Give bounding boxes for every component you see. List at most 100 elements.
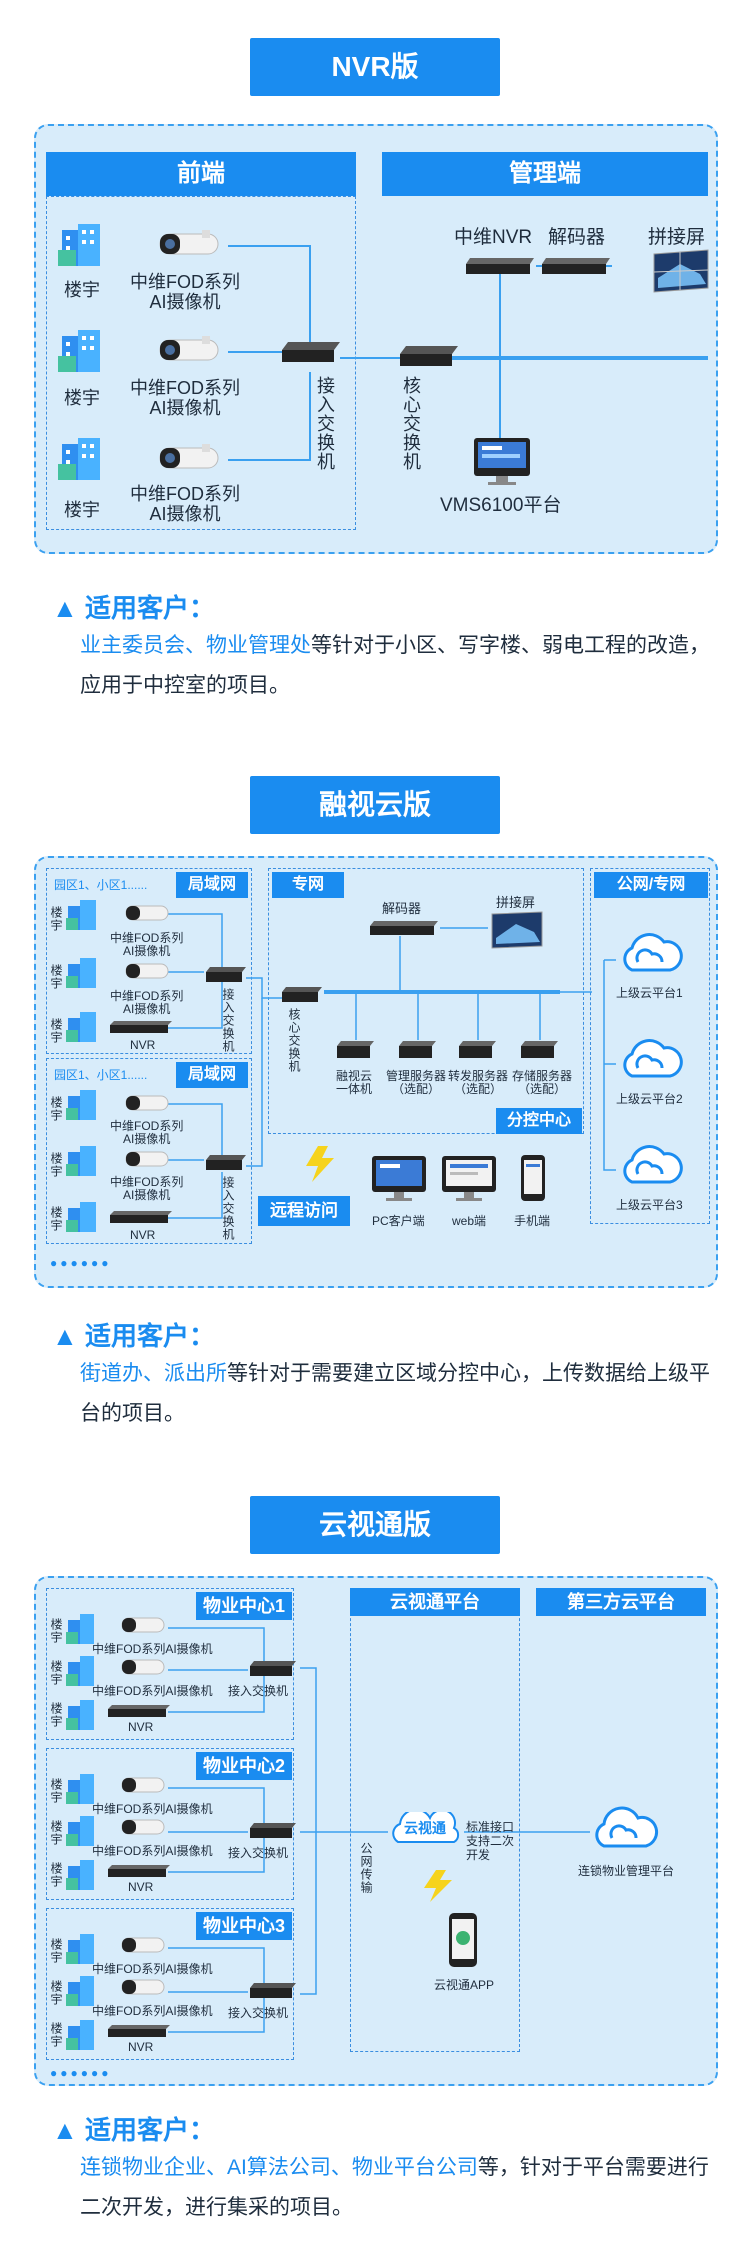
nvr-icon	[110, 1020, 174, 1034]
property-center-header: 物业中心1	[196, 1592, 292, 1620]
camera-label: 中维FOD系列 AI摄像机	[110, 931, 184, 958]
customer-text: 等针对于需要建立区域分控中心，上传数据给上级平台的项目。	[80, 1362, 710, 1425]
bullet-camera-icon	[124, 1092, 172, 1116]
lan-header: 局域网	[176, 1062, 248, 1088]
building-icon	[66, 1144, 98, 1176]
building-label: 楼宇	[64, 388, 100, 408]
access-switch-icon	[248, 1660, 298, 1678]
access-switch-label: 接入交换机	[221, 988, 235, 1053]
cloud-icon	[618, 930, 684, 978]
section-title-yunshitong: 云视通版	[250, 1496, 500, 1554]
building-label: 楼宇	[49, 1980, 63, 2006]
building-icon	[66, 1974, 96, 2006]
camera-label: 中维FOD系列AI摄像机	[92, 1642, 213, 1656]
section-title-rongshi: 融视云版	[250, 776, 500, 834]
camera-label: 中维FOD系列 AI摄像机	[110, 989, 184, 1016]
access-switch-label: 接入交换机	[228, 1846, 289, 1860]
access-switch-icon	[248, 1822, 298, 1840]
mgmt-header: 管理端	[382, 152, 708, 196]
customer-heading: ▲ 适用客户：	[52, 593, 215, 623]
decorative-dots: ●●●●●●	[50, 2066, 112, 2080]
camera-label: 中维FOD系列 AI摄像机	[130, 378, 240, 418]
server-icon	[458, 1040, 498, 1060]
nvr-icon	[110, 1210, 174, 1224]
lan-header: 局域网	[176, 872, 248, 898]
building-icon	[58, 220, 104, 268]
nvr-label: NVR	[128, 1720, 154, 1734]
building-icon	[66, 1200, 98, 1232]
building-label: 楼宇	[49, 906, 63, 932]
bullet-camera-icon	[120, 1656, 168, 1678]
area-label: 园区1、小区1......	[54, 878, 148, 892]
camera-label: 中维FOD系列AI摄像机	[92, 1962, 213, 1976]
customer-description: 连锁物业企业、AI算法公司、物业平台公司等，针对于平台需要进行二次开发，进行集采…	[80, 2148, 710, 2228]
building-label: 楼宇	[49, 1702, 63, 1728]
cloud-icon	[618, 1142, 684, 1190]
nvr-device-icon	[464, 256, 536, 276]
bullet-camera-icon	[120, 1976, 168, 1998]
yunshitong-logo-icon	[388, 1808, 464, 1848]
customer-description: 业主委员会、物业管理处等针对于小区、写字楼、弱电工程的改造，应用于中控室的项目。	[80, 626, 710, 706]
public-transfer-label: 公网传输	[359, 1842, 373, 1894]
cloud-label: 上级云平台1	[616, 986, 683, 1000]
interface-label: 标准接口 支持二次 开发	[466, 1820, 515, 1862]
server-label: 管理服务器 （选配）	[386, 1069, 447, 1096]
cloud-label: 上级云平台3	[616, 1198, 683, 1212]
building-icon	[58, 326, 104, 374]
cloud-icon	[618, 1036, 684, 1084]
thirdparty-header: 第三方云平台	[536, 1588, 706, 1616]
bullet-camera-icon	[124, 1148, 172, 1172]
server-icon	[336, 1040, 376, 1060]
nvr-label: NVR	[130, 1038, 156, 1052]
building-label: 楼宇	[49, 1096, 63, 1122]
customer-description: 街道办、派出所等针对于需要建立区域分控中心，上传数据给上级平台的项目。	[80, 1354, 710, 1434]
nvr-label: NVR	[130, 1228, 156, 1242]
access-switch-label: 接入交换机	[228, 1684, 289, 1698]
remote-access-header: 远程访问	[258, 1196, 350, 1226]
customer-highlight: 街道办、派出所	[80, 1362, 227, 1385]
access-switch-icon	[280, 340, 342, 364]
building-label: 楼宇	[49, 964, 63, 990]
public-network-area	[590, 868, 710, 1224]
building-icon	[66, 1010, 98, 1042]
web-client-icon	[440, 1154, 498, 1204]
core-switch-icon	[280, 986, 324, 1004]
bullet-camera-icon	[158, 334, 224, 366]
client-label: PC客户端	[372, 1214, 425, 1228]
yunshitong-logo-text: 云视通	[404, 1820, 446, 1836]
branch-center-header: 分控中心	[496, 1108, 582, 1134]
server-icon	[520, 1040, 560, 1060]
customer-highlight: 连锁物业企业、AI算法公司、物业平台公司	[80, 2156, 478, 2179]
customer-heading-text: 适用客户：	[84, 2115, 215, 2145]
nvr-icon	[108, 1704, 172, 1718]
camera-label: 中维FOD系列AI摄像机	[92, 1684, 213, 1698]
access-switch-label: 接入交换机	[315, 376, 335, 471]
camera-label: 中维FOD系列AI摄像机	[92, 1844, 213, 1858]
building-icon	[66, 1858, 96, 1890]
cloud-label: 上级云平台2	[616, 1092, 683, 1106]
splice-screen-icon	[488, 910, 544, 950]
building-label: 楼宇	[64, 280, 100, 300]
bullet-camera-icon	[120, 1774, 168, 1796]
bullet-camera-icon	[124, 960, 172, 984]
building-label: 楼宇	[49, 1778, 63, 1804]
building-label: 楼宇	[49, 1018, 63, 1044]
camera-label: 中维FOD系列AI摄像机	[92, 2004, 213, 2018]
customer-heading-text: 适用客户：	[84, 593, 215, 623]
bullet-camera-icon	[120, 1614, 168, 1636]
access-switch-icon	[204, 966, 248, 984]
bullet-camera-icon	[120, 1816, 168, 1838]
nvr-icon	[108, 1864, 172, 1878]
customer-highlight: 业主委员会、物业管理处	[80, 634, 311, 657]
lightning-icon	[300, 1144, 340, 1184]
building-label: 楼宇	[49, 1618, 63, 1644]
building-label: 楼宇	[49, 1820, 63, 1846]
property-center-header: 物业中心2	[196, 1752, 292, 1780]
chain-platform-label: 连锁物业管理平台	[578, 1864, 675, 1878]
bullet-camera-icon	[124, 902, 172, 926]
access-switch-icon	[204, 1154, 248, 1172]
nvr-icon	[108, 2024, 172, 2038]
camera-label: 中维FOD系列 AI摄像机	[110, 1119, 184, 1146]
